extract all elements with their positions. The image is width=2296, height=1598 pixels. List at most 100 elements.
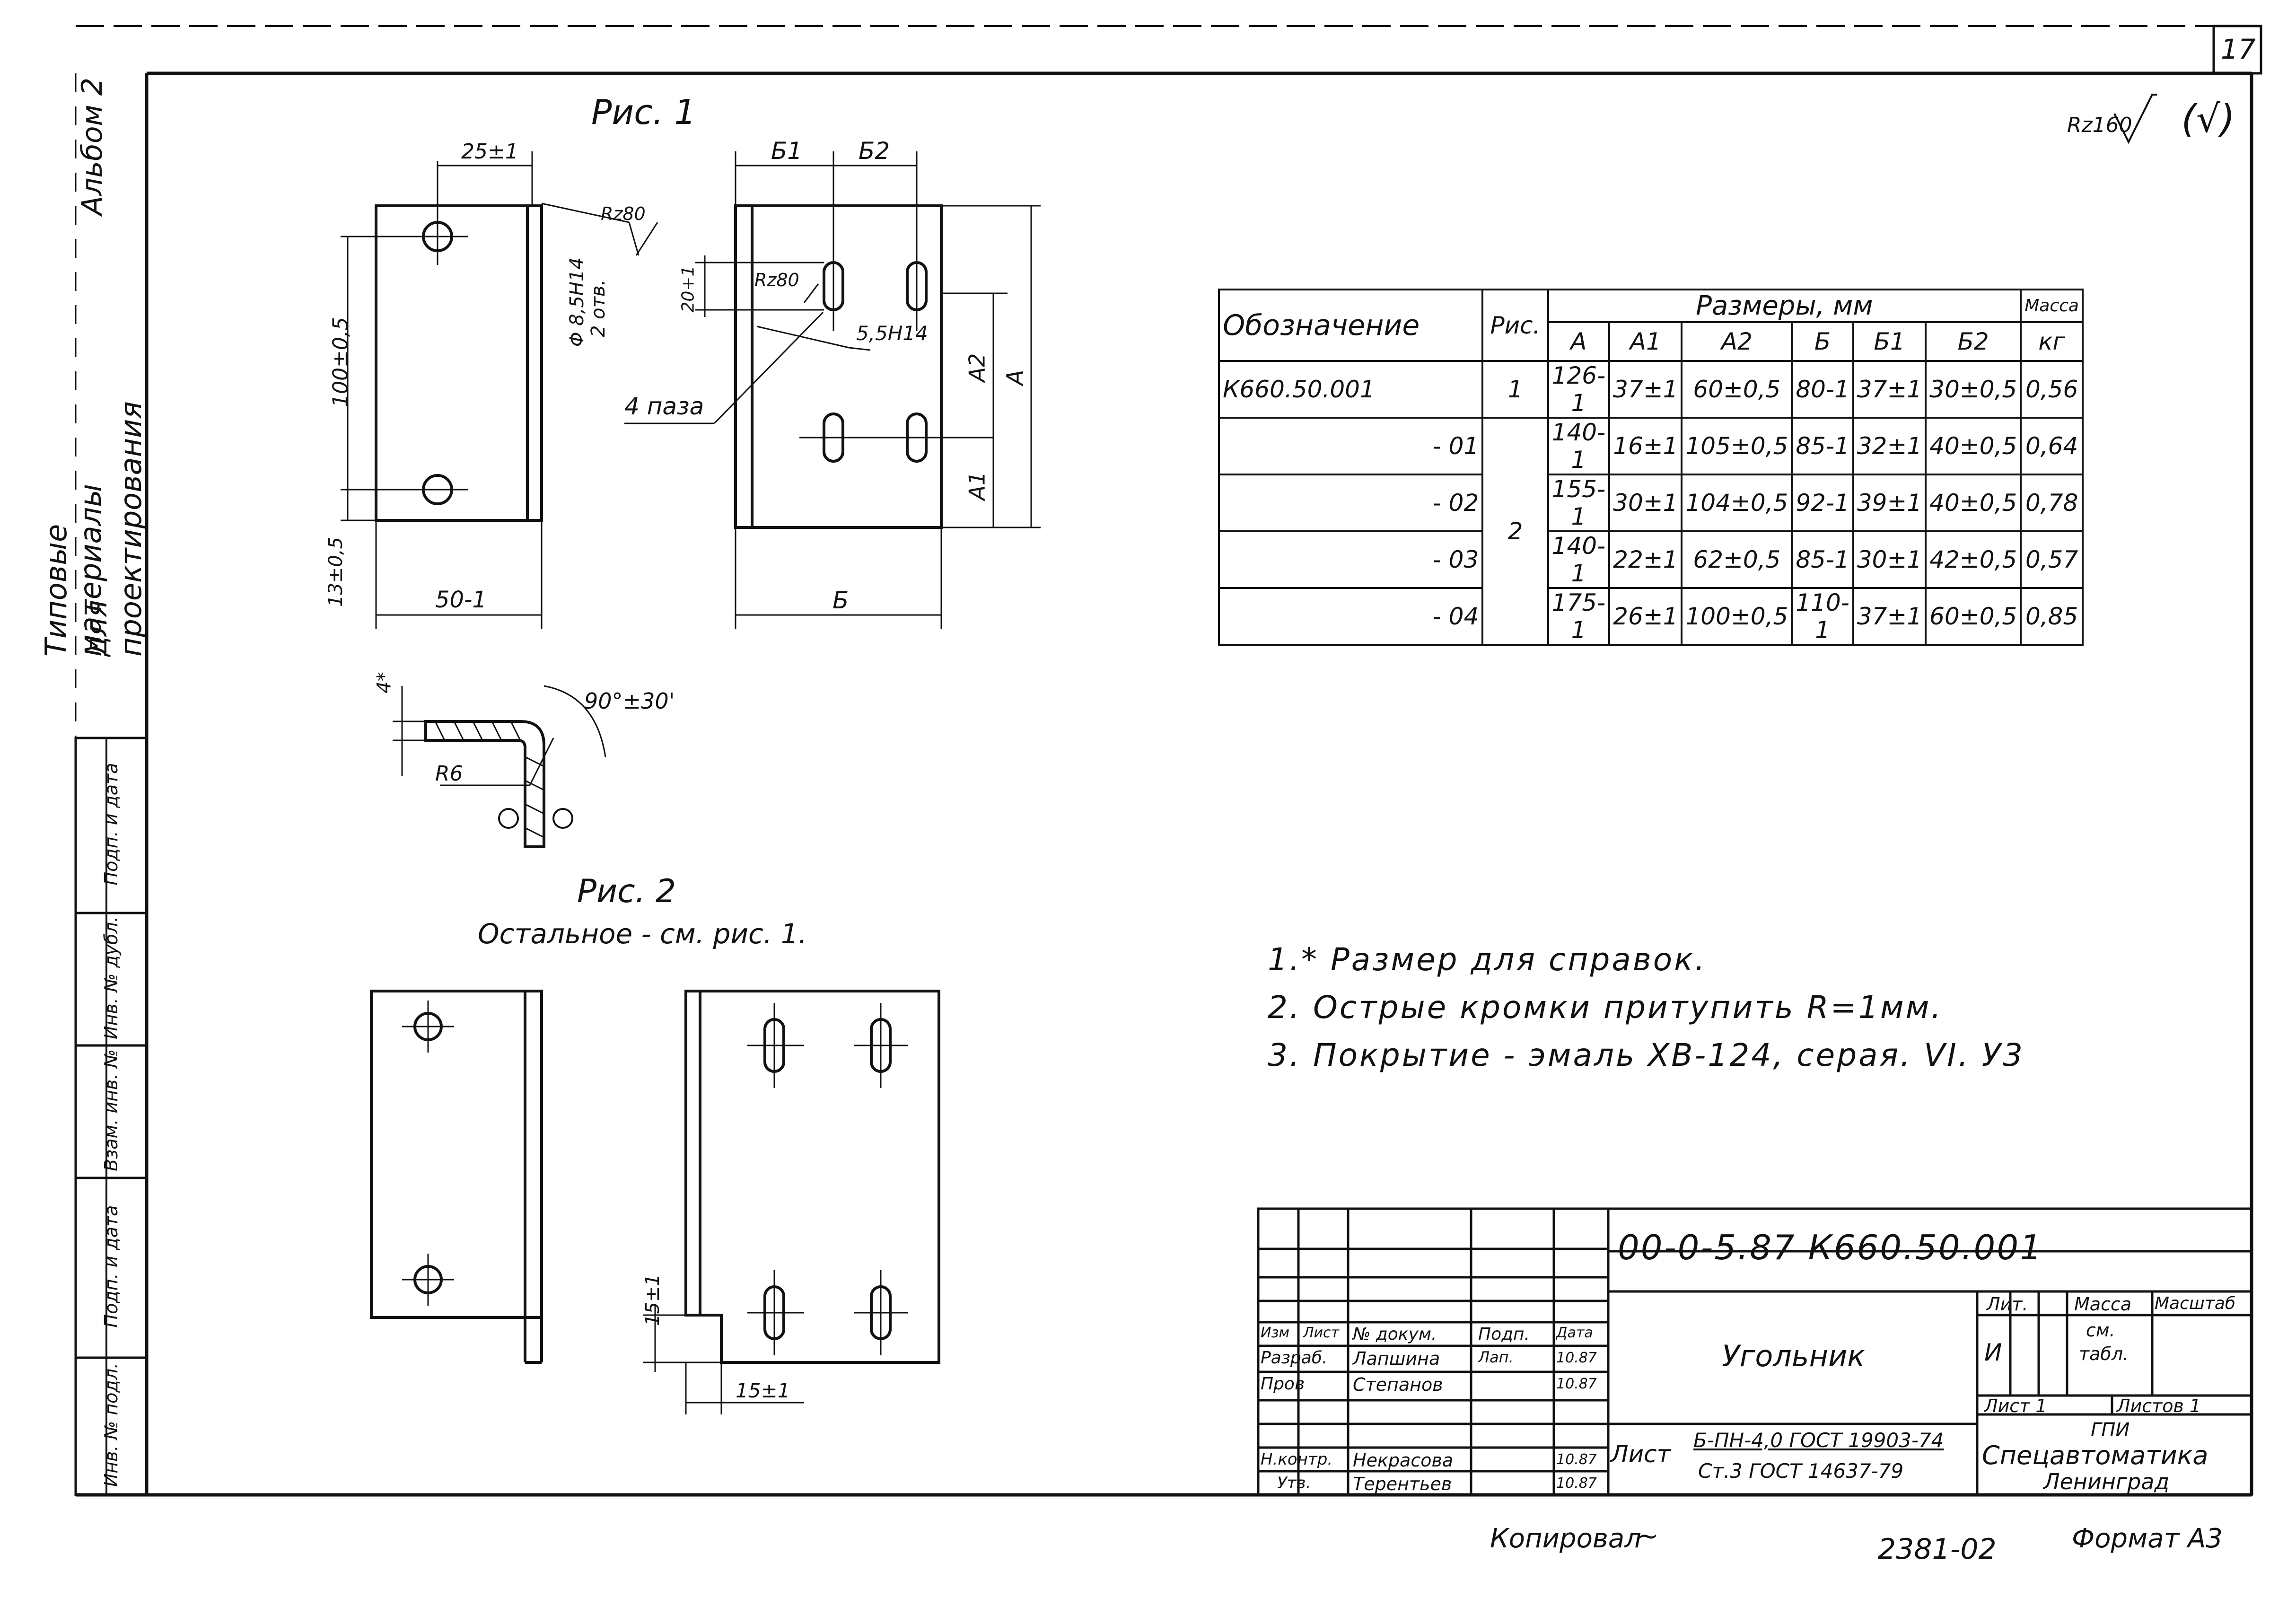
row-a1: 26±1 (1608, 587, 1683, 646)
row-a2: 105±0,5 (1681, 417, 1793, 475)
sheet-label: Лист 1 (1984, 1396, 2047, 1416)
mass-header: Масса (2074, 1294, 2132, 1315)
row-a2: 60±0,5 (1681, 360, 1793, 419)
role-1: Пров (1261, 1374, 1305, 1394)
fig2-title: Рис. 2 (577, 873, 676, 910)
row-b: 110-1 (1791, 587, 1854, 646)
row-designation: - 01 (1218, 417, 1484, 475)
row-a1: 16±1 (1608, 417, 1683, 475)
left-stamp-3: Взам. инв. № (101, 1049, 122, 1172)
dim-angle: 90°±30' (584, 688, 675, 714)
row-b1: 32±1 (1852, 417, 1927, 475)
material-1: Б-ПН-4,0 ГОСТ 19903-74 (1693, 1429, 1944, 1452)
table-row: - 02 155-1 30±1 104±0,5 92-1 39±1 40±0,5… (1218, 474, 2084, 532)
roughness-1: Rz80 (601, 203, 646, 224)
dim-a: А (1002, 369, 1029, 386)
row-a2: 104±0,5 (1681, 474, 1793, 532)
row-b2: 30±0,5 (1925, 360, 2022, 419)
col-a2: А2 (1681, 321, 1793, 362)
dim-slots: 4 паза (624, 393, 704, 420)
date-2: 10.87 (1556, 1451, 1597, 1468)
role-2: Н.контр. (1261, 1450, 1333, 1469)
table-row: - 03 140-1 22±1 62±0,5 85-1 30±1 42±0,5 … (1218, 530, 2084, 589)
sheets-label: Листов 1 (2117, 1396, 2201, 1416)
notes: 1.* Размер для справок. 2. Острые кромки… (1268, 941, 2024, 1073)
row-a: 175-1 (1547, 587, 1611, 646)
roughness-2: Rz80 (754, 270, 799, 290)
col-a1: А1 (1608, 321, 1683, 362)
dim-slot-len: 20+1 (678, 265, 698, 313)
org-1: ГПИ (2091, 1419, 2130, 1441)
row-a: 140-1 (1547, 530, 1611, 589)
org-2: Спецавтоматика (1982, 1440, 2208, 1470)
fig2-subtitle: Остальное - см. рис. 1. (478, 918, 807, 950)
roughness-general-value: Rz160 (2067, 113, 2132, 137)
row-b: 85-1 (1791, 417, 1854, 475)
row-a: 140-1 (1547, 417, 1611, 475)
row-b2: 40±0,5 (1925, 474, 2022, 532)
mass-value-1: см. (2086, 1320, 2115, 1341)
col-hdr-list: Лист (1303, 1325, 1340, 1341)
header-fig: Рис. (1481, 289, 1549, 362)
row-b1: 30±1 (1852, 530, 1927, 589)
dim-hole-count: 2 отв. (587, 279, 609, 337)
doc-number: 2381-02 (1878, 1533, 1997, 1566)
row-b2: 42±0,5 (1925, 530, 2022, 589)
fig2-dim-v: 15±1 (642, 1274, 664, 1326)
row-a: 126-1 (1547, 360, 1611, 419)
left-stamp-4: Подп. и дата (101, 1205, 122, 1328)
row-fig: 1 (1481, 360, 1549, 419)
row-b: 92-1 (1791, 474, 1854, 532)
dim-thickness: 4* (373, 672, 395, 694)
header-sizes: Размеры, мм (1547, 289, 2022, 323)
fig1-title: Рис. 1 (591, 92, 696, 132)
fig2-front-view (370, 990, 543, 1364)
row-mass: 0,57 (2020, 530, 2084, 589)
sheet-number-box (2212, 25, 2262, 75)
dim-slot-width: 5,5H14 (856, 322, 928, 345)
col-hdr-date: Дата (1556, 1325, 1593, 1341)
roughness-general-icon (2113, 94, 2157, 144)
row-a1: 37±1 (1608, 360, 1683, 419)
row-mass: 0,85 (2020, 587, 2084, 646)
col-a: А (1547, 321, 1611, 362)
row-a1: 22±1 (1608, 530, 1683, 589)
header-mass: Масса (2020, 289, 2084, 323)
note-1: 1.* Размер для справок. (1268, 941, 1707, 978)
row-designation: - 02 (1218, 474, 1484, 532)
name-0: Лапшина (1353, 1348, 1440, 1369)
material-2: Ст.3 ГОСТ 14637-79 (1698, 1459, 1904, 1483)
col-hdr-sign: Подп. (1478, 1325, 1530, 1344)
row-a2: 100±0,5 (1681, 587, 1793, 646)
dim-hole: Φ 8,5H14 (566, 257, 588, 347)
name-2: Некрасова (1353, 1450, 1454, 1471)
col-hdr-doc: № докум. (1353, 1325, 1437, 1344)
col-mass-unit: кг (2020, 321, 2084, 362)
dim-b1: Б1 (771, 137, 803, 165)
role-0: Разраб. (1261, 1348, 1328, 1368)
row-fig: 2 (1481, 417, 1549, 646)
format-label: Формат А3 (2072, 1523, 2223, 1554)
sign-0: Лап. (1478, 1348, 1514, 1366)
row-designation: - 03 (1218, 530, 1484, 589)
spec-table: Обозначение Рис. Размеры, мм Масса А А1 … (1218, 289, 2084, 646)
left-stamp-1: Подп. и дата (101, 763, 122, 886)
table-row: - 01 2 140-1 16±1 105±0,5 85-1 32±1 40±0… (1218, 417, 2084, 646)
album-label: Альбом 2 (76, 78, 109, 215)
col-b2: Б2 (1925, 321, 2022, 362)
row-a1: 30±1 (1608, 474, 1683, 532)
dim-height: 100±0,5 (328, 317, 353, 407)
roughness-general-label: Rz160 (√) (2067, 97, 2235, 141)
dim-b2: Б2 (859, 137, 890, 165)
header-designation: Обозначение (1218, 289, 1484, 362)
fig2-side-view (684, 990, 940, 1364)
date-0: 10.87 (1556, 1350, 1597, 1366)
row-b1: 37±1 (1852, 587, 1927, 646)
dim-bottom-width: 50-1 (435, 587, 487, 613)
lit-header: Лит. (1987, 1294, 2028, 1315)
row-b1: 37±1 (1852, 360, 1927, 419)
col-b: Б (1791, 321, 1854, 362)
row-mass: 0,56 (2020, 360, 2084, 419)
dim-top-width: 25±1 (461, 140, 518, 164)
